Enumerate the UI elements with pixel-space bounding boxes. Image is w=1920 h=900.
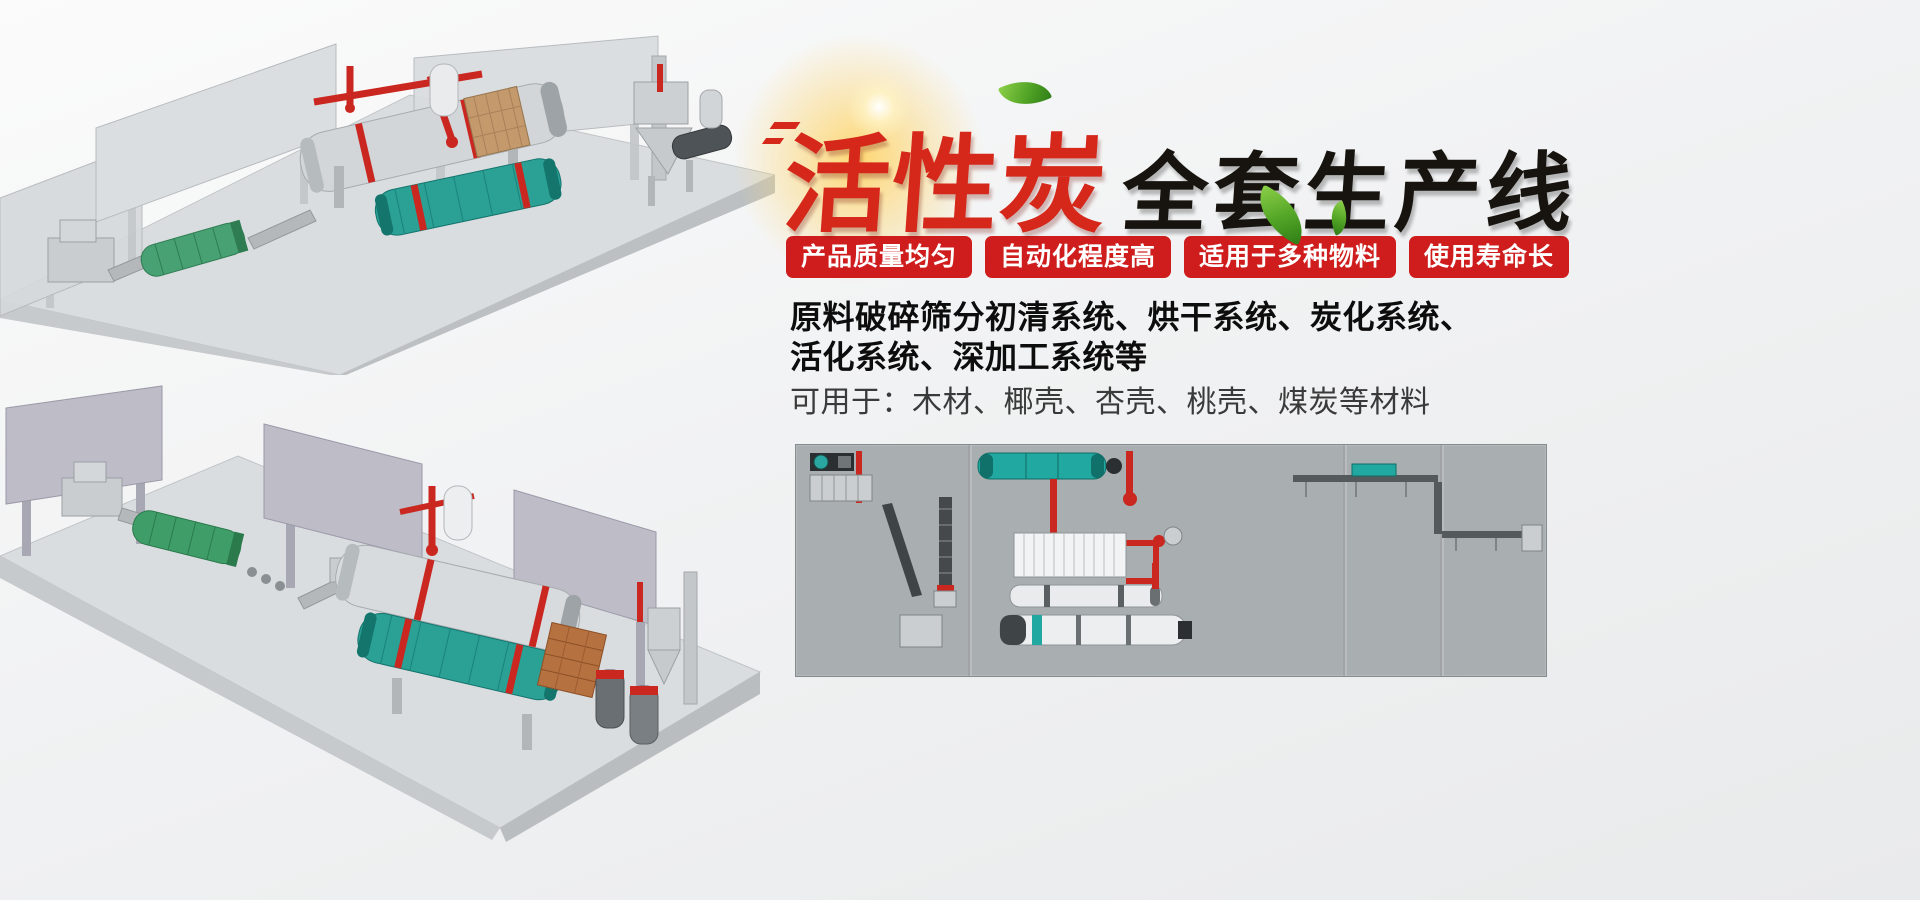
feature-badges: 产品质量均匀 自动化程度高 适用于多种物料 使用寿命长 (786, 236, 1570, 278)
feature-badge-lifespan: 使用寿命长 (1409, 236, 1570, 278)
white-tank (429, 63, 459, 117)
hero-panel: 活性炭 全套生产线 产品质量均匀 自动化程度高 适用于多种物料 使用寿命长 原料… (729, 0, 1581, 900)
white-rotary-drum (335, 543, 582, 652)
finned-block (1013, 532, 1127, 578)
red-pipes (1050, 451, 1183, 584)
heat-exchanger-block (463, 85, 531, 158)
discharge-wheels (247, 567, 285, 591)
right-tanks-cluster (595, 571, 698, 745)
feature-badge-quality: 产品质量均匀 (786, 236, 973, 278)
section-dividers (968, 445, 1444, 676)
description-block: 原料破碎筛分初清系统、烘干系统、炭化系统、 活化系统、深加工系统等 可用于：木材… (790, 297, 1560, 422)
crusher-unit (809, 451, 873, 503)
title-black: 全套生产线 (1118, 143, 1581, 244)
description-line-2: 活化系统、深加工系统等 (790, 338, 1148, 376)
process-diagram-panel (795, 444, 1547, 677)
process-diagram (809, 445, 1543, 676)
main-title: 活性炭 全套生产线 (729, 29, 1581, 289)
right-cyclone-cluster (633, 55, 733, 206)
teal-activation-drum (374, 158, 562, 236)
packaging-conveyors (1293, 463, 1543, 552)
production-line-render-bottom (0, 385, 762, 842)
teal-cylinder (977, 452, 1122, 480)
brick-furnace (536, 621, 608, 699)
green-rotary-drum (132, 510, 245, 568)
drum-supports (392, 678, 532, 750)
feature-badge-materials: 适用于多种物料 (1184, 236, 1397, 278)
description-line-1: 原料破碎筛分初清系统、烘干系统、炭化系统、 (790, 298, 1473, 336)
production-line-render-top (0, 35, 775, 375)
description-line-3: 可用于：木材、椰壳、杏壳、桃壳、煤炭等材料 (790, 385, 1431, 420)
green-rotary-drum (140, 219, 249, 277)
rotary-drum-small (1009, 563, 1163, 608)
spark-highlight (844, 72, 914, 142)
red-piping-cluster (399, 485, 475, 556)
speed-line (761, 138, 785, 144)
dryer-supports (334, 128, 518, 208)
conveyors (882, 497, 957, 648)
leaf-icon (997, 69, 1053, 117)
back-walls (5, 385, 657, 694)
rotary-drum-long (999, 614, 1192, 646)
title-red: 活性炭 (779, 124, 1113, 247)
feature-badge-automation: 自动化程度高 (985, 236, 1172, 278)
